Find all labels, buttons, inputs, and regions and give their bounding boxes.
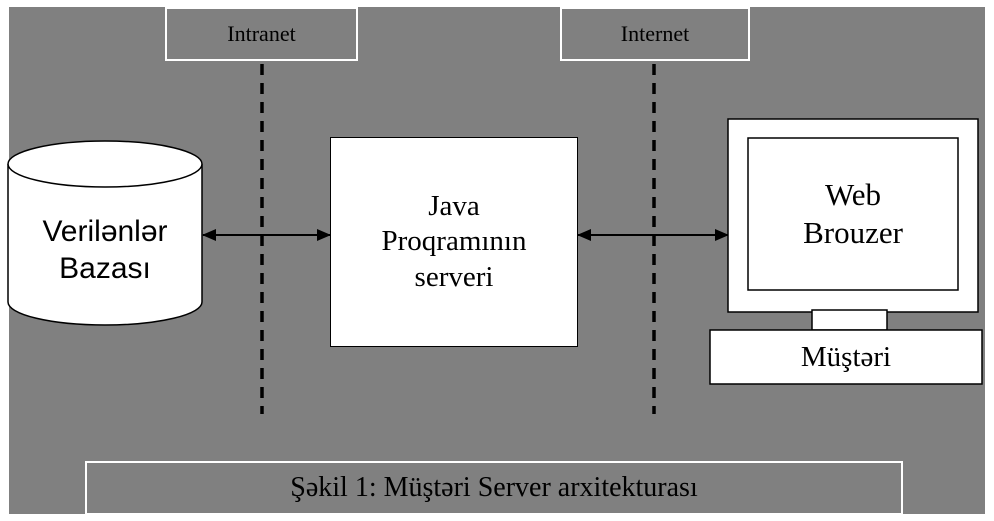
client-label: Müştəri — [710, 330, 982, 384]
figure-caption: Şəkil 1: Müştəri Server arxitekturası — [290, 472, 698, 503]
monitor-stand — [811, 309, 888, 331]
web-browser-label: Web Brouzer — [748, 138, 958, 290]
java-server-box: Java Proqramının serveri — [330, 137, 578, 347]
monitor-screen — [747, 137, 959, 291]
client-computer — [709, 118, 983, 385]
client-label-text: Müştəri — [800, 340, 892, 373]
figure-caption-box: Şəkil 1: Müştəri Server arxitekturası — [85, 461, 903, 515]
server-label-line-3: serveri — [414, 260, 494, 293]
intranet-label-box: Intranet — [165, 7, 358, 61]
internet-label-box: Internet — [560, 7, 750, 61]
database-cylinder — [7, 140, 203, 326]
database-label-line-2: Bazası — [59, 252, 151, 285]
internet-label: Internet — [620, 21, 690, 46]
server-label-line-2: Proqramının — [381, 225, 527, 258]
intranet-label: Intranet — [227, 21, 296, 46]
computer-base — [709, 329, 983, 385]
database-label-line-1: Verilənlər — [42, 214, 168, 248]
database-label: Verilənlər Bazası — [8, 175, 202, 325]
browser-label-line-2: Brouzer — [803, 215, 903, 250]
browser-label-line-1: Web — [824, 177, 882, 213]
server-label-line-1: Java — [428, 189, 480, 222]
